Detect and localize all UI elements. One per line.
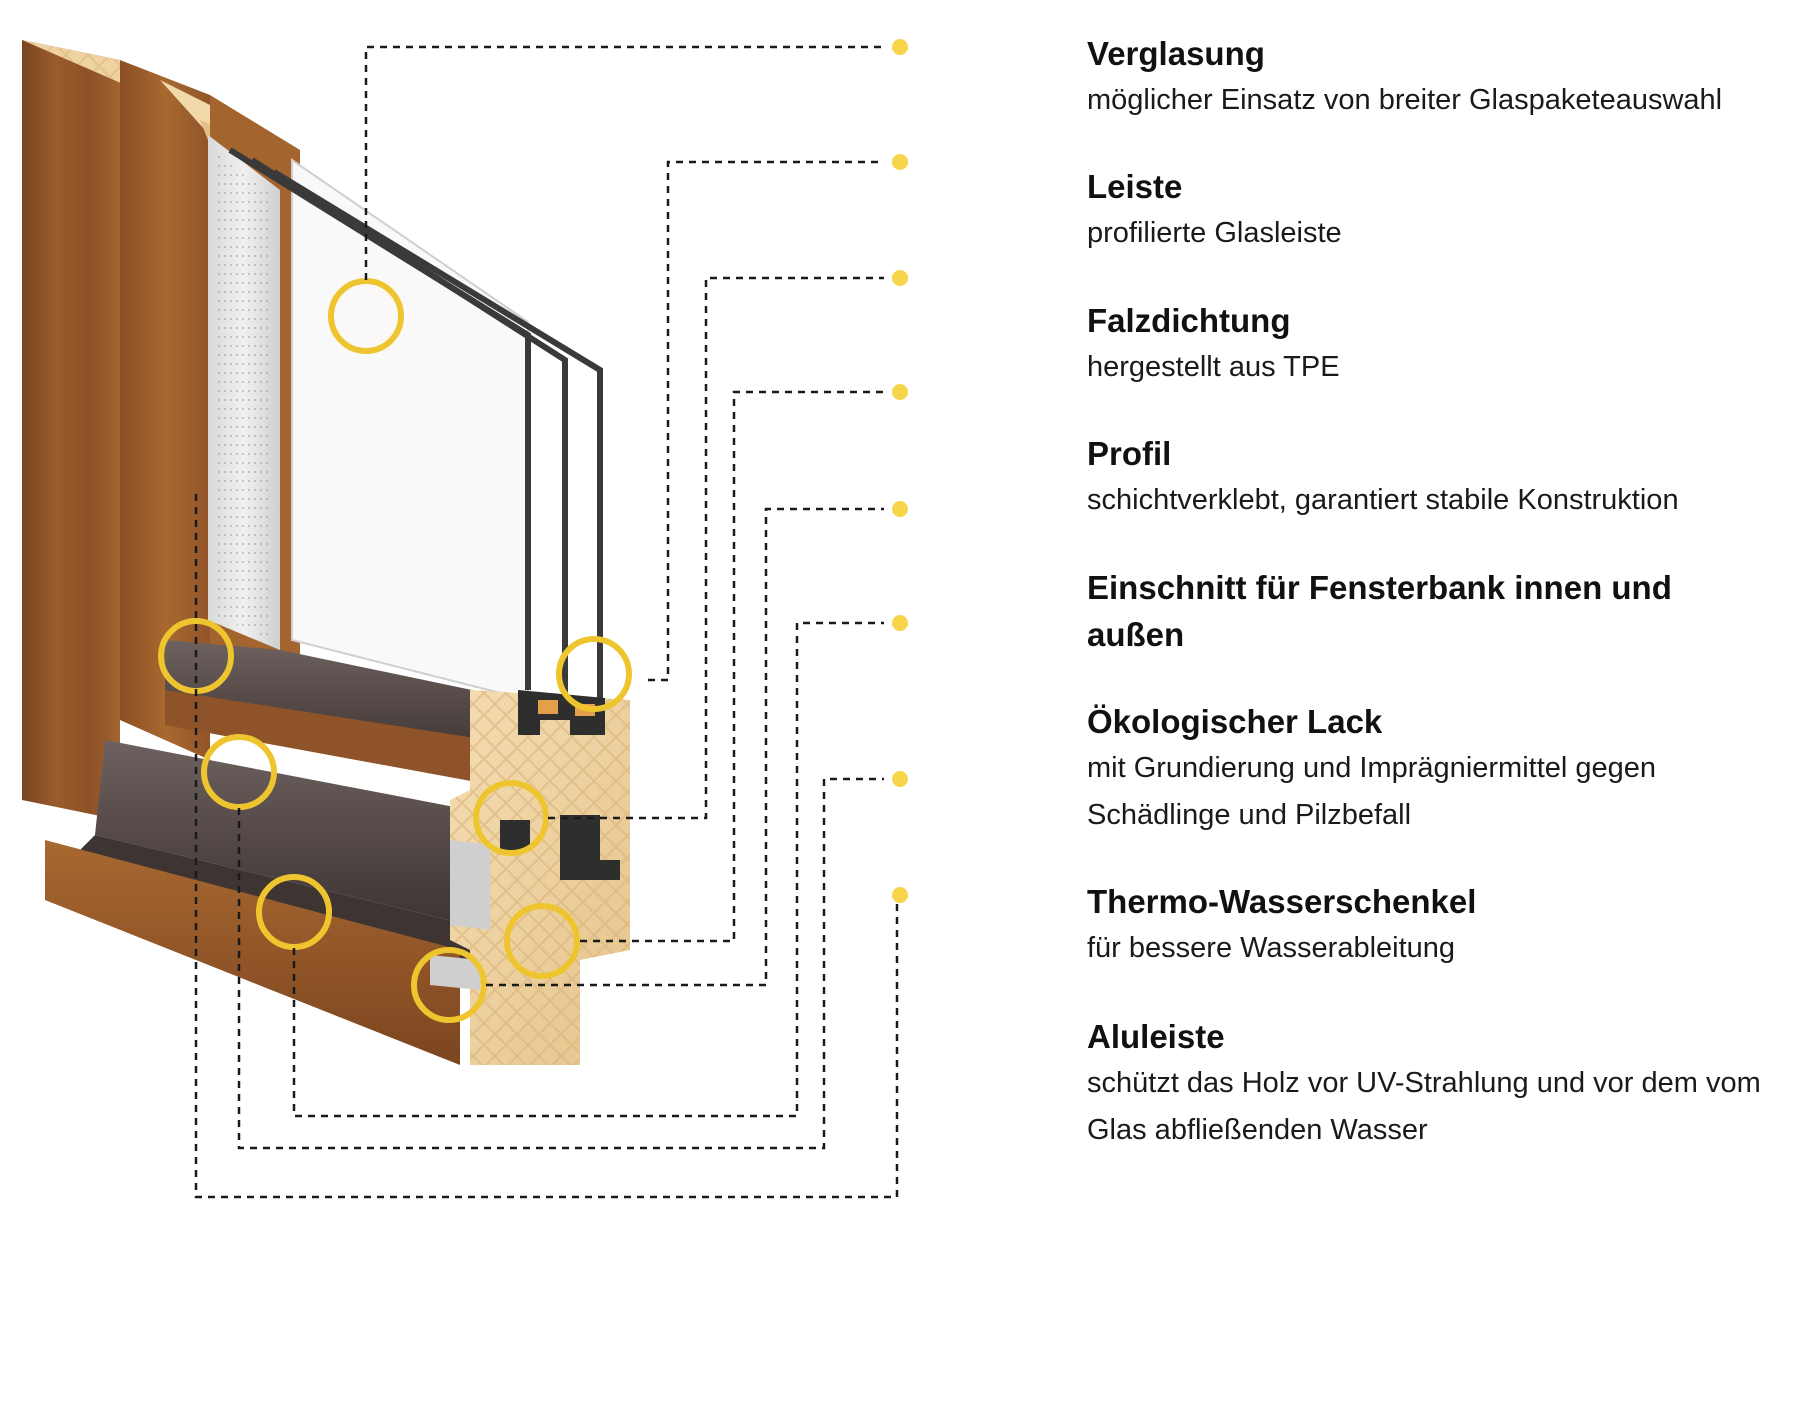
dot-einschnitt bbox=[892, 501, 908, 517]
dot-verglasung bbox=[892, 39, 908, 55]
aluminium-drip-cap bbox=[95, 740, 470, 925]
label-title: Profil bbox=[1087, 435, 1172, 472]
label-description: schützt das Holz vor UV-Strahlung und vo… bbox=[1087, 1067, 1761, 1146]
leader-lines bbox=[194, 45, 899, 1199]
leader-falzdichtung bbox=[548, 276, 884, 820]
label-description: mit Grundierung und Imprägniermittel geg… bbox=[1087, 752, 1657, 831]
label-title: Falzdichtung bbox=[1087, 302, 1291, 339]
label-aluleiste: Aluleiste schützt das Holz vor UV-Strahl… bbox=[1087, 1013, 1787, 1154]
marker-oekologischer-lack bbox=[256, 874, 332, 950]
label-description: möglicher Einsatz von breiter Glaspakete… bbox=[1087, 84, 1723, 116]
leader-leiste bbox=[648, 160, 884, 682]
outer-frame-jamb bbox=[22, 40, 120, 820]
leader-aluleiste bbox=[194, 494, 899, 1199]
marker-profil bbox=[504, 903, 580, 979]
label-description: hergestellt aus TPE bbox=[1087, 351, 1340, 383]
window-illustration bbox=[22, 40, 630, 1065]
glass-pane-face bbox=[291, 158, 529, 702]
label-title: Verglasung bbox=[1087, 35, 1265, 72]
dot-falzdichtung bbox=[892, 270, 908, 286]
leader-thermo-wasserschenkel bbox=[237, 777, 884, 1150]
label-description: schichtverklebt, garantiert stabile Kons… bbox=[1087, 484, 1679, 516]
dot-leiste bbox=[892, 154, 908, 170]
dot-profil bbox=[892, 384, 908, 400]
label-description: für bessere Wasserableitung bbox=[1087, 932, 1456, 964]
label-thermo-wasserschenkel: Thermo-Wasserschenkel für bessere Wasser… bbox=[1087, 878, 1787, 972]
dot-aluleiste bbox=[892, 887, 908, 903]
lower-frame-face bbox=[45, 840, 460, 1065]
label-verglasung: Verglasung möglicher Einsatz von breiter… bbox=[1087, 30, 1787, 124]
sash-jamb bbox=[120, 60, 210, 760]
label-profil: Profil schichtverklebt, garantiert stabi… bbox=[1087, 430, 1787, 524]
label-falzdichtung: Falzdichtung hergestellt aus TPE bbox=[1087, 297, 1787, 391]
label-leiste: Leiste profilierte Glasleiste bbox=[1087, 163, 1787, 257]
label-description: profilierte Glasleiste bbox=[1087, 217, 1342, 249]
label-title: Ökologischer Lack bbox=[1087, 703, 1383, 740]
marker-leiste bbox=[556, 636, 632, 712]
marker-einschnitt bbox=[411, 947, 487, 1023]
label-title: Leiste bbox=[1087, 168, 1183, 205]
marker-falzdichtung bbox=[473, 780, 549, 856]
leader-verglasung bbox=[364, 45, 884, 280]
label-title: Aluleiste bbox=[1087, 1018, 1225, 1055]
label-dots bbox=[892, 39, 908, 903]
glass-bead-rail bbox=[165, 640, 520, 760]
label-oekologischer-lack: Ökologischer Lack mit Grundierung und Im… bbox=[1087, 698, 1787, 839]
dot-thermo-wasserschenkel bbox=[892, 771, 908, 787]
callout-markers bbox=[158, 278, 632, 1023]
dot-oekologischer-lack bbox=[892, 615, 908, 631]
label-einschnitt: Einschnitt für Fensterbank innen und auß… bbox=[1087, 564, 1767, 658]
marker-thermo-wasserschenkel bbox=[201, 734, 277, 810]
label-title: Einschnitt für Fensterbank innen und auß… bbox=[1087, 569, 1672, 653]
label-title: Thermo-Wasserschenkel bbox=[1087, 883, 1477, 920]
marker-verglasung bbox=[328, 278, 404, 354]
